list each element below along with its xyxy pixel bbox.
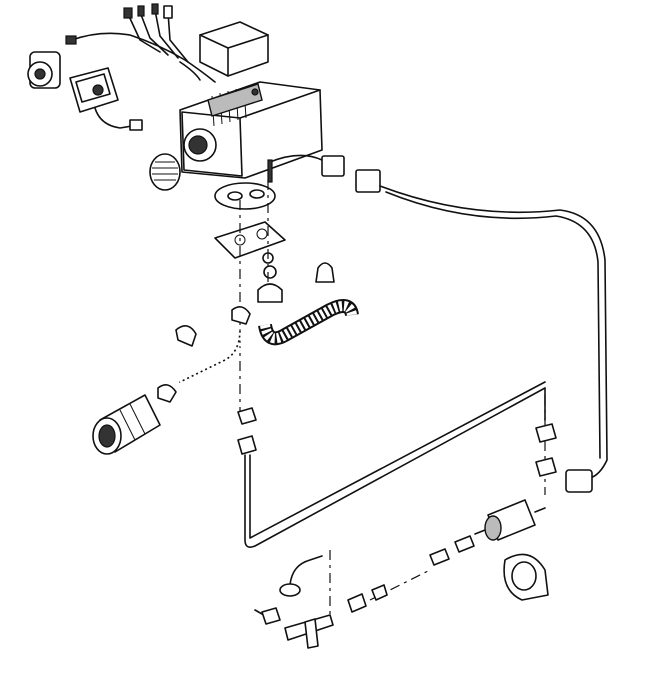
heater-cover [199, 21, 269, 77]
fuel-t-piece [254, 607, 334, 649]
fuel-pump [429, 499, 546, 566]
pipe-clamps [157, 262, 335, 403]
combustion-air-hose [258, 299, 359, 346]
exhaust-silencer [92, 394, 161, 455]
rotary-knob-control [27, 51, 61, 89]
fuel-line [237, 381, 557, 548]
exhaust-hose [177, 329, 245, 387]
assembly-lines [239, 180, 546, 620]
air-grille [149, 153, 181, 191]
pump-bracket [503, 553, 549, 601]
electrical-connector [269, 154, 608, 493]
air-heater-unit [179, 81, 323, 179]
gasket [214, 221, 286, 259]
nuts [262, 252, 277, 279]
mounting-flange [214, 159, 276, 210]
digital-controller [69, 67, 143, 131]
wiring-harness [65, 3, 216, 83]
fuel-standpipe [279, 555, 388, 613]
